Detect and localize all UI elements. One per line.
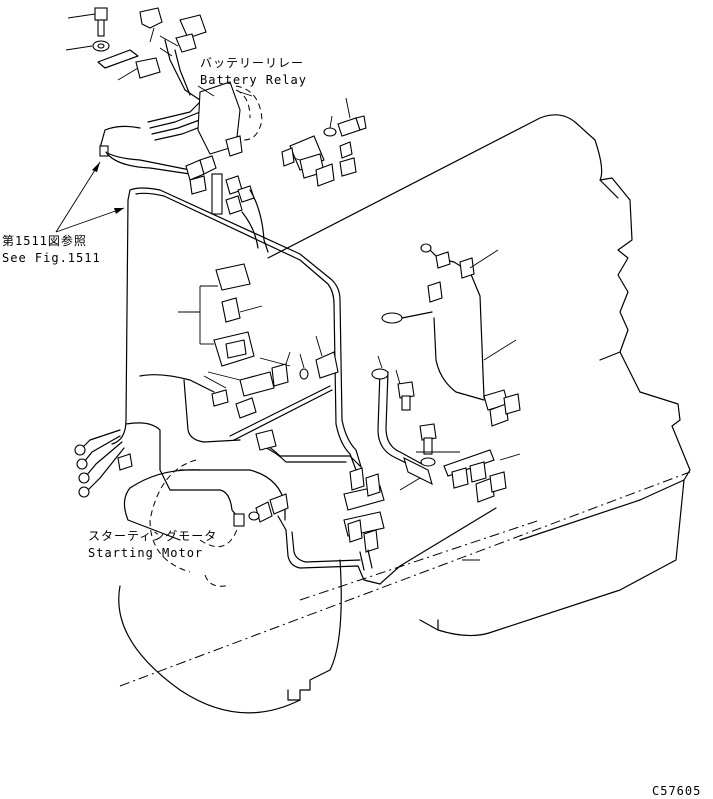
battery-relay-label-en: Battery Relay [200,73,307,87]
lower-harness [248,429,497,585]
flywheel-housing [118,459,342,714]
main-harness [105,151,363,471]
battery-relay-harness [99,39,263,171]
top-left-hardware [65,7,207,81]
right-components [371,243,521,561]
see-fig-label-jp: 第1511図参照 [2,234,87,248]
centerline-secondary [299,519,541,601]
starting-motor-label-en: Starting Motor [88,546,204,560]
starting-motor [123,469,286,541]
starter-connectors [74,422,245,527]
relay-assembly [281,97,367,187]
battery-relay-leader [197,85,215,97]
centerline-main [119,471,691,687]
see-fig-label-en: See Fig.1511 [2,251,101,265]
starting-motor-label-jp: スターティングモータ [88,529,218,543]
figure-code: C57605 [652,784,702,798]
battery-relay-label-jp: バッテリーリレー [200,56,305,70]
reference-arrows [55,161,125,233]
center-parts [139,263,339,443]
engine-block [267,114,691,637]
